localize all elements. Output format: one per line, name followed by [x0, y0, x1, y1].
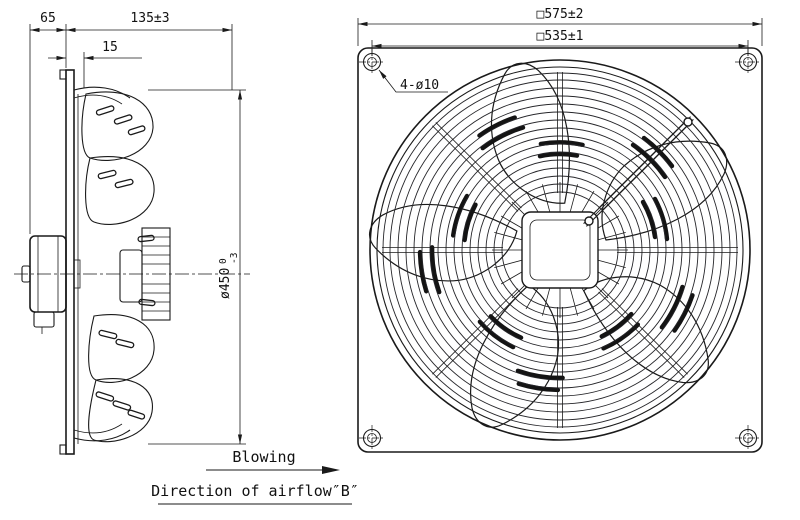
grille-brace [583, 116, 694, 227]
dim-535-label: □535±1 [537, 29, 584, 44]
airflow-note: Blowing Direction of airflow″B″ [151, 448, 359, 505]
dimension-65: 65 [29, 11, 67, 234]
dim-4xdia10-label: 4-ø10 [400, 78, 439, 93]
airflow-arrow [206, 466, 340, 474]
dimension-135: 135±3 [66, 11, 233, 90]
dim-dia450-label: ø450 [218, 268, 233, 299]
venturi-ring [369, 59, 751, 441]
side-view: 65 135±3 15 ø450 0 -3 [14, 11, 250, 455]
mounting-hole [359, 425, 385, 451]
airflow-direction-label: Direction of airflow″B″ [151, 482, 359, 500]
hub [521, 211, 599, 289]
blade-louvers-side [95, 105, 156, 420]
dim-135-label: 135±3 [130, 11, 169, 26]
label-mounting-holes: 4-ø10 [378, 69, 448, 93]
impeller-side [81, 91, 171, 443]
front-view: □575±2 □535±1 4-ø10 [357, 7, 763, 453]
dim-dia450-tol-lower: -3 [229, 253, 240, 264]
dim-65-label: 65 [40, 11, 56, 26]
dimension-dia450: ø450 0 -3 [148, 89, 246, 445]
fan-blade [583, 255, 719, 405]
dimension-575: □575±2 [357, 7, 763, 46]
terminal-box [33, 311, 55, 328]
dimension-15: 15 [48, 40, 142, 88]
motor-body [21, 235, 67, 334]
mounting-plate-side [59, 69, 81, 455]
rotor-ribs-side [119, 227, 171, 321]
dim-15-label: 15 [102, 40, 118, 55]
dim-dia450-tol-upper: 0 [218, 258, 229, 264]
mounting-hole [735, 425, 761, 451]
grille-rings [382, 72, 738, 428]
dimension-535: □535±1 [371, 29, 749, 56]
airflow-blowing-label: Blowing [232, 448, 295, 466]
dim-575-label: □575±2 [537, 7, 584, 22]
venturi-bell-side [73, 86, 131, 442]
